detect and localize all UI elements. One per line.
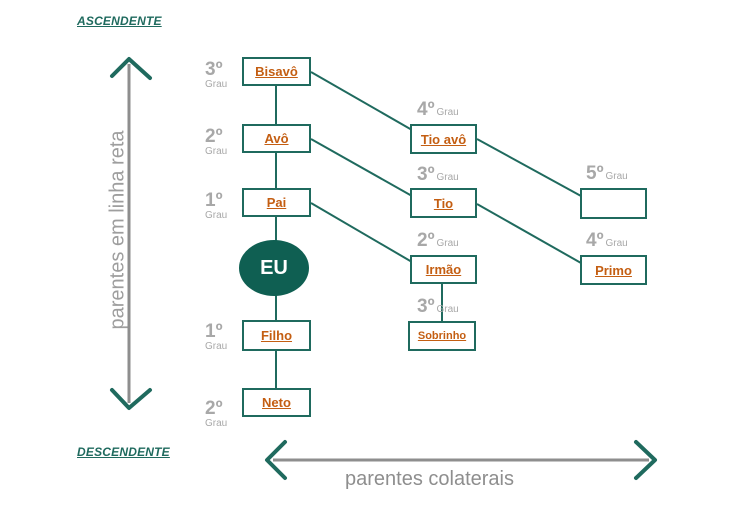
node-bisavo[interactable]: Bisavô <box>242 57 311 86</box>
vertical-axis-label: parentes em linha reta <box>106 130 129 330</box>
degree-number: 2º <box>205 398 223 419</box>
degree-unit: Grau <box>205 210 228 221</box>
degree-unit: Grau <box>205 341 228 352</box>
heading-descendente: DESCENDENTE <box>77 445 170 459</box>
node-empty-fifth-degree[interactable] <box>580 188 647 219</box>
degree-number: 4º <box>417 99 435 120</box>
degree-unit: Grau <box>436 172 459 183</box>
degree-number: 3º <box>417 296 435 317</box>
degree-unit: Grau <box>436 238 459 249</box>
node-neto[interactable]: Neto <box>242 388 311 417</box>
node-irmao[interactable]: Irmão <box>410 255 477 284</box>
degree-number: 3º <box>417 164 435 185</box>
self-node: EU <box>239 240 309 296</box>
degree-number: 1º <box>205 321 223 342</box>
degree-unit: Grau <box>436 107 459 118</box>
degree-number: 3º <box>205 59 223 80</box>
degree-number: 4º <box>586 230 604 251</box>
degree-unit: Grau <box>436 304 459 315</box>
degree-number: 5º <box>586 163 604 184</box>
node-tio-avo[interactable]: Tio avô <box>410 124 477 154</box>
degree-number: 2º <box>205 126 223 147</box>
degree-unit: Grau <box>205 146 228 157</box>
heading-ascendente: ASCENDENTE <box>77 14 162 28</box>
degree-unit: Grau <box>205 79 228 90</box>
node-sobrinho[interactable]: Sobrinho <box>408 321 476 351</box>
degree-unit: Grau <box>605 171 628 182</box>
node-avo[interactable]: Avô <box>242 124 311 153</box>
degree-unit: Grau <box>605 238 628 249</box>
node-filho[interactable]: Filho <box>242 320 311 351</box>
node-primo[interactable]: Primo <box>580 255 647 285</box>
degree-number: 1º <box>205 190 223 211</box>
node-tio[interactable]: Tio <box>410 188 477 218</box>
node-pai[interactable]: Pai <box>242 188 311 217</box>
degree-unit: Grau <box>205 418 228 429</box>
degree-number: 2º <box>417 230 435 251</box>
horizontal-axis-label: parentes colaterais <box>345 468 514 490</box>
